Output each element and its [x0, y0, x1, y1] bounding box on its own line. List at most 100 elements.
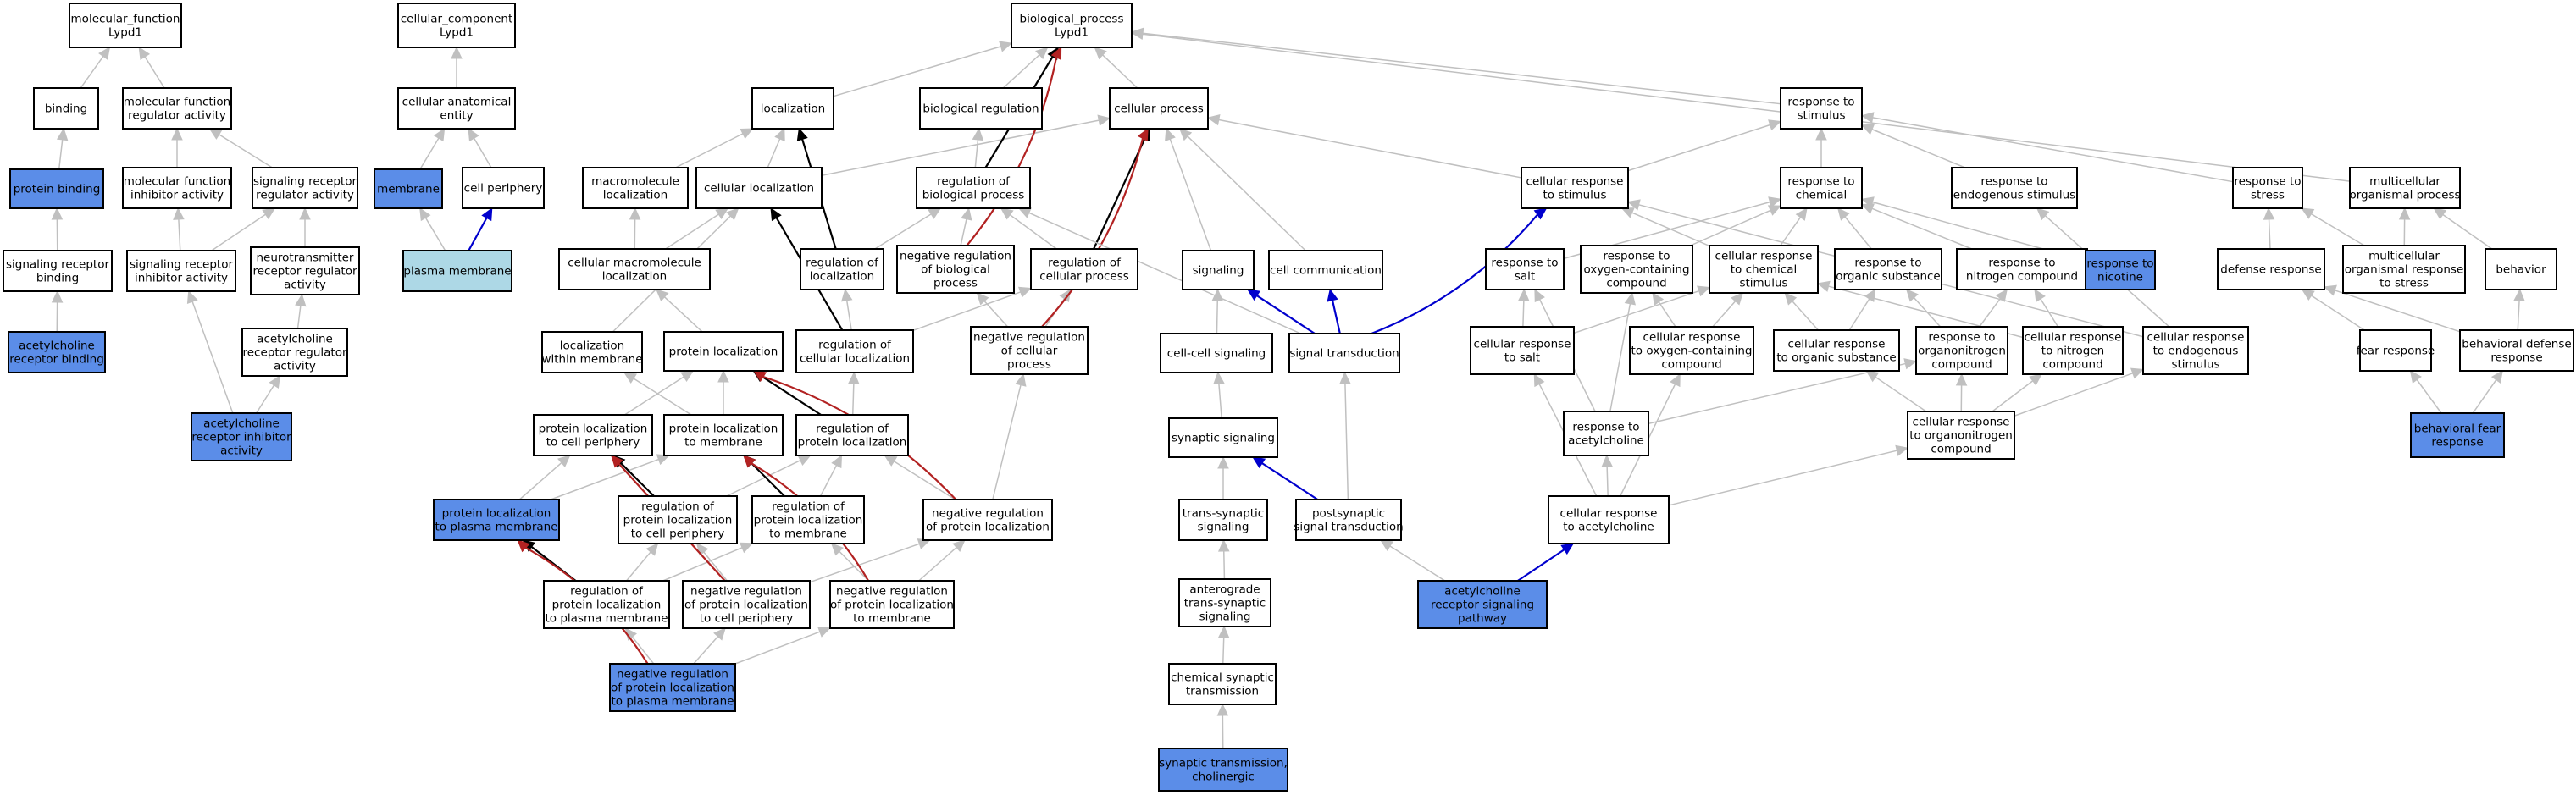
node-ccs[interactable]: cell-cell signaling	[1160, 333, 1273, 373]
node-box	[2142, 326, 2249, 375]
node-behavior[interactable]: behavior	[2485, 248, 2557, 290]
node-label-line: protein localization	[623, 513, 733, 527]
node-ss[interactable]: synaptic signaling	[1168, 417, 1278, 458]
node-cellloc[interactable]: cellular localization	[695, 167, 823, 209]
node-membrane[interactable]: membrane	[374, 168, 443, 209]
edge-arrowhead	[173, 207, 185, 220]
node-loc[interactable]: localization	[751, 87, 834, 130]
node-bioreg[interactable]: biological regulation	[919, 87, 1043, 130]
node-label-line: negative regulation	[836, 584, 948, 598]
node-defr[interactable]: defense response	[2217, 248, 2325, 290]
node-fear[interactable]: fear response	[2357, 329, 2435, 372]
node-label-line: multicellular	[2369, 174, 2440, 188]
node-protloc[interactable]: protein localization	[663, 331, 784, 372]
node-pm[interactable]: plasma membrane	[402, 250, 512, 292]
node-label-line: compound	[1931, 357, 1992, 371]
node-cellproc[interactable]: cellular process	[1109, 87, 1209, 130]
node-stc[interactable]: synaptic transmission,cholinergic	[1158, 748, 1288, 792]
edge-bioreg-to-bp	[1002, 47, 1049, 89]
edge-arrowhead	[715, 207, 729, 220]
node-label-line: response to	[1603, 249, 1670, 262]
node-pb[interactable]: protein binding	[9, 168, 104, 209]
edge-st-to-crs	[1371, 207, 1548, 335]
edge-rnc-to-rtc	[1860, 203, 1973, 250]
node-st[interactable]: signal transduction	[1288, 333, 1400, 373]
node-label-line: Lypd1	[108, 25, 142, 39]
node-cellcomm[interactable]: cell communication	[1268, 250, 1383, 290]
node-box	[1563, 411, 1649, 456]
edge-arrowhead	[2130, 367, 2145, 379]
node-cp[interactable]: cell periphery	[462, 167, 545, 209]
node-signaling[interactable]: signaling	[1182, 250, 1255, 290]
node-box	[2410, 412, 2505, 458]
node-label-line: acetylcholine	[203, 417, 280, 430]
node-box	[919, 87, 1043, 130]
node-box	[1182, 250, 1255, 290]
node-label-line: activity	[220, 444, 263, 457]
node-binding[interactable]: binding	[33, 87, 99, 130]
